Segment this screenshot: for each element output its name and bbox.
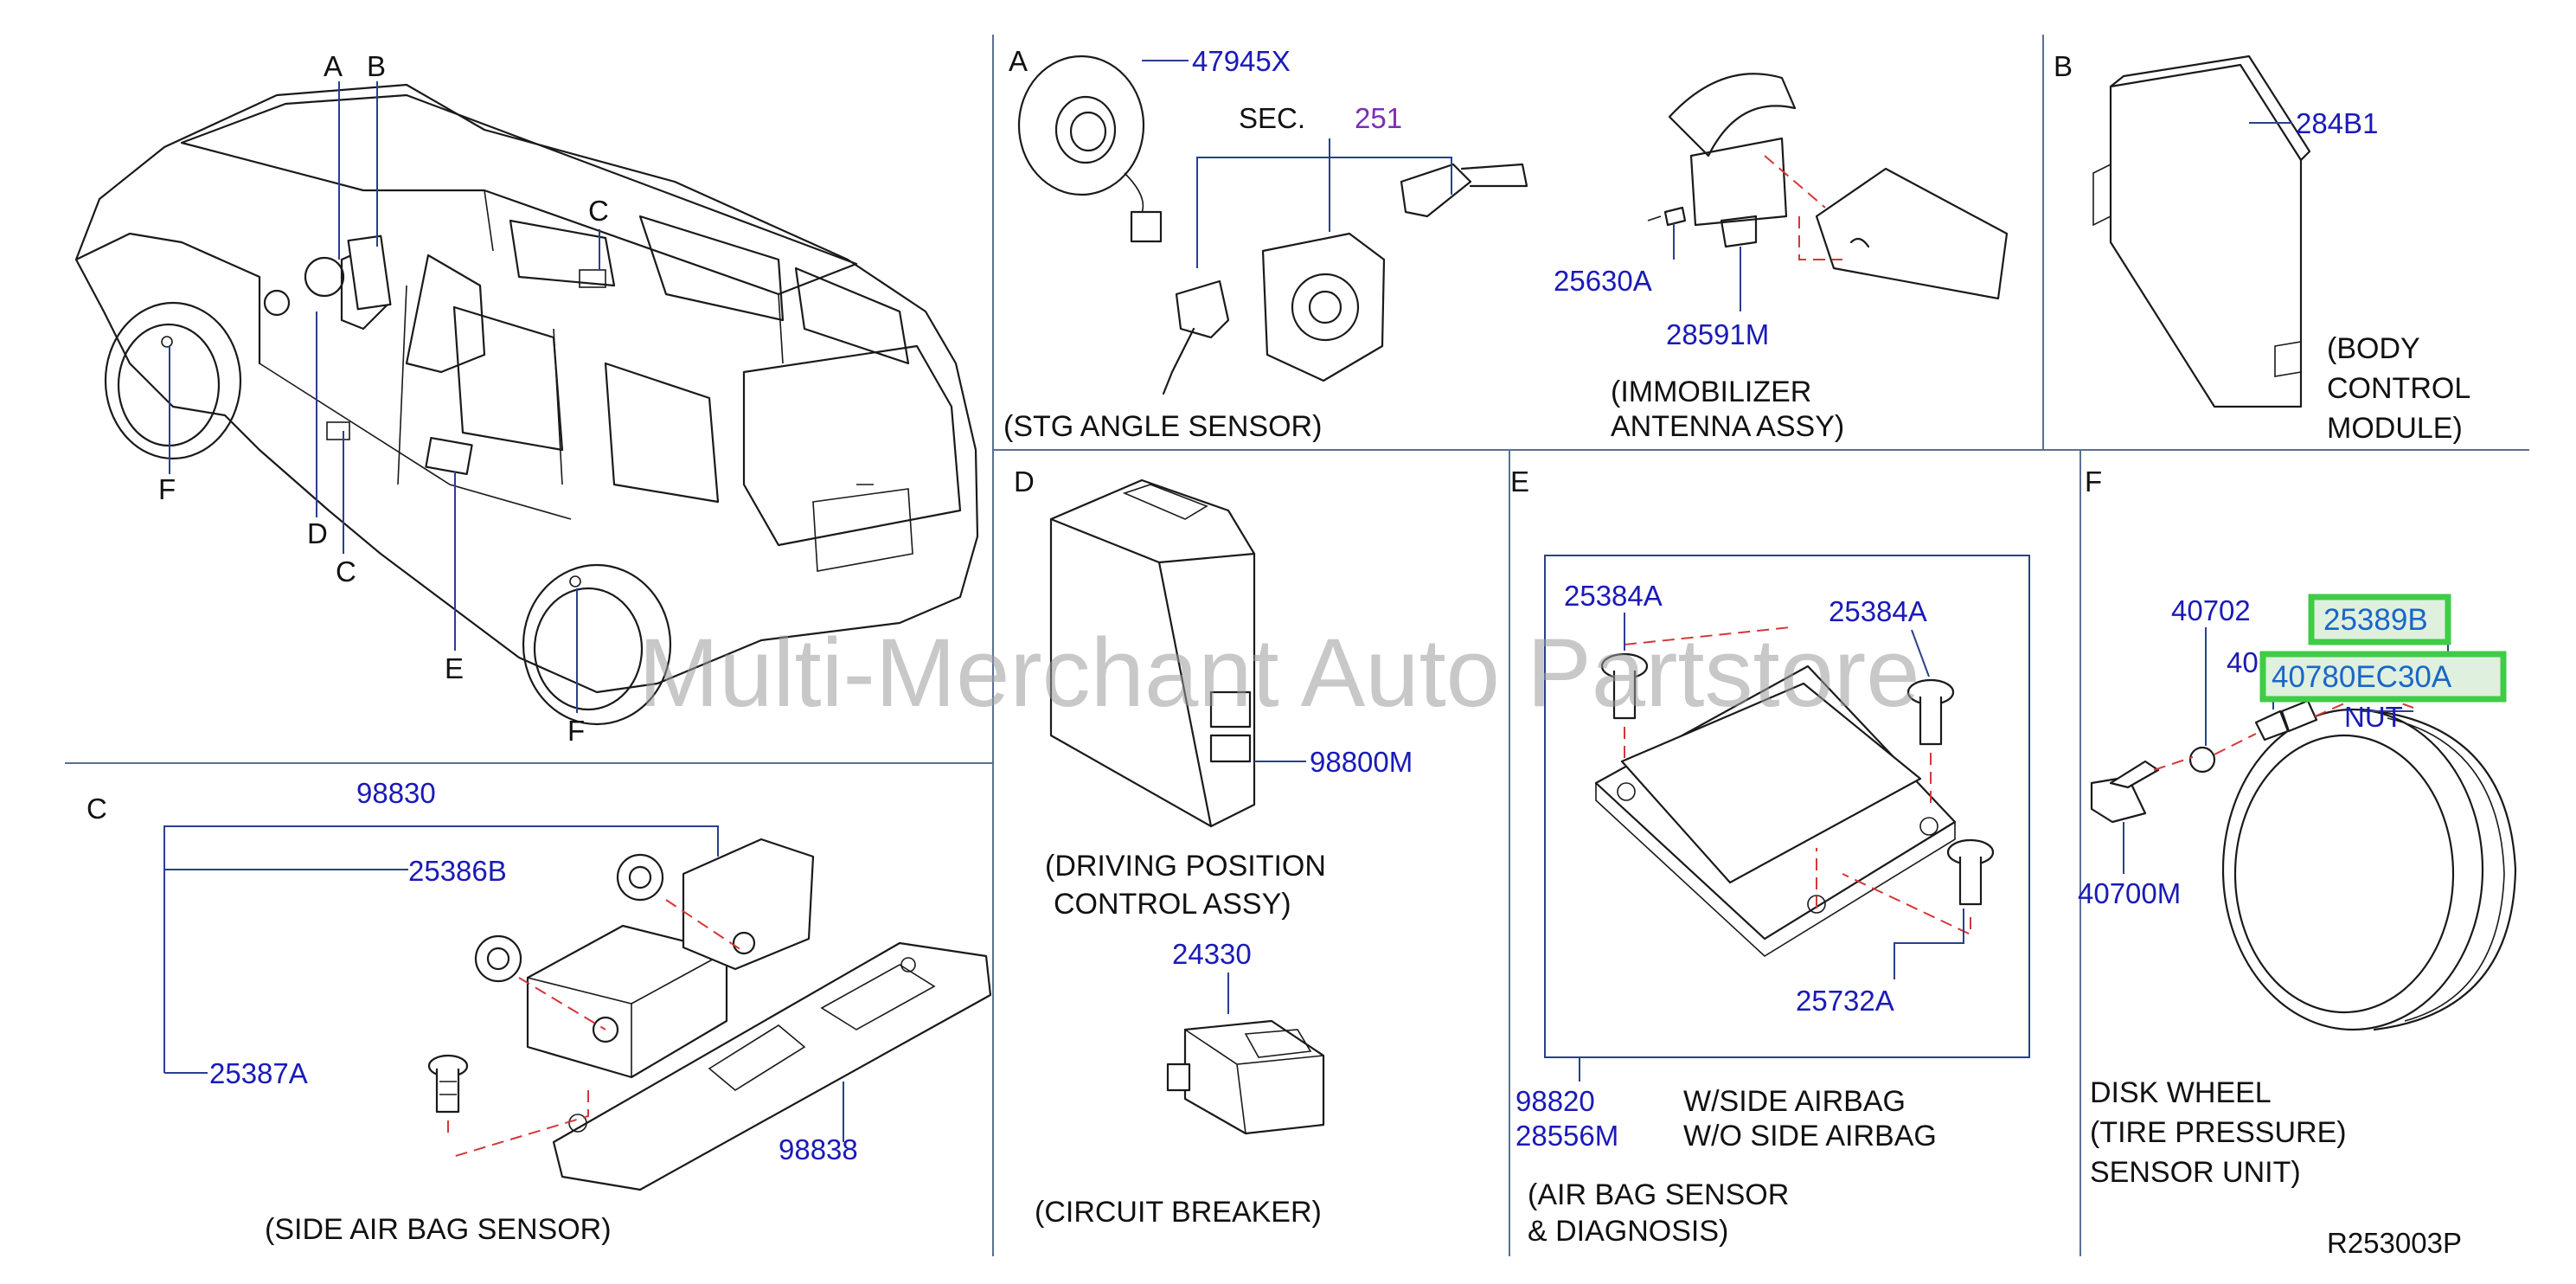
caption-circuit-breaker: (CIRCUIT BREAKER) xyxy=(1035,1196,1322,1229)
callout-car-a: A xyxy=(324,50,343,82)
part-number-98800m[interactable]: 98800M xyxy=(1310,746,1413,778)
caption-side-air-bag-sensor: (SIDE AIR BAG SENSOR) xyxy=(265,1213,612,1246)
steering-angle-sensor-drawing xyxy=(1017,55,1528,395)
caption-air-bag-sensor-1: (AIR BAG SENSOR xyxy=(1528,1178,1789,1211)
caption-bcm-1: (BODY xyxy=(2327,332,2420,365)
section-dividers xyxy=(65,35,2529,1256)
caption-bcm-3: MODULE) xyxy=(2327,412,2463,445)
part-number-40702[interactable]: 40702 xyxy=(2171,594,2251,626)
part-number-98820[interactable]: 98820 xyxy=(1515,1085,1595,1117)
side-air-bag-sensor-drawing xyxy=(427,838,992,1191)
part-number-98830[interactable]: 98830 xyxy=(356,777,436,809)
section-a-label: A xyxy=(1009,45,1028,77)
caption-tpms-1: DISK WHEEL xyxy=(2090,1076,2272,1109)
caption-tpms-3: SENSOR UNIT) xyxy=(2090,1156,2301,1189)
part-number-40700m[interactable]: 40700M xyxy=(2078,877,2181,909)
section-e-label: E xyxy=(1510,465,1529,498)
callout-car-b: B xyxy=(367,50,386,82)
highlight-box-40780ec30a xyxy=(2259,651,2507,703)
callout-car-c-door: C xyxy=(336,555,356,587)
callout-car-e: E xyxy=(445,652,464,684)
tire-pressure-wheel-drawing xyxy=(2090,690,2517,1031)
caption-with-side-airbag: W/SIDE AIRBAG xyxy=(1683,1085,1906,1118)
part-number-25630a[interactable]: 25630A xyxy=(1554,265,1652,297)
part-number-24330[interactable]: 24330 xyxy=(1172,938,1252,970)
watermark: Multi-Merchant Auto Partstore xyxy=(638,619,1919,727)
vehicle-leaders xyxy=(169,81,600,713)
part-number-40780ec30a[interactable]: 40780EC30A xyxy=(2272,660,2452,694)
caption-immobilizer-2: ANTENNA ASSY) xyxy=(1611,410,1844,443)
vehicle-illustration xyxy=(74,83,979,726)
body-control-module-drawing xyxy=(2092,55,2311,408)
part-number-28591m[interactable]: 28591M xyxy=(1666,318,1769,350)
part-number-25389b[interactable]: 25389B xyxy=(2323,603,2428,637)
part-number-25387a[interactable]: 25387A xyxy=(209,1057,308,1089)
caption-stg-angle-sensor: (STG ANGLE SENSOR) xyxy=(1003,410,1322,443)
airbag-sensor-unit-drawing xyxy=(1594,626,1995,957)
callout-car-c-roof: C xyxy=(588,195,609,227)
caption-immobilizer-1: (IMMOBILIZER xyxy=(1611,376,1811,408)
part-number-25384a-right[interactable]: 25384A xyxy=(1829,595,1927,627)
part-number-25732a[interactable]: 25732A xyxy=(1796,985,1894,1017)
caption-bcm-2: CONTROL xyxy=(2327,372,2470,405)
section-ref-251[interactable]: 251 xyxy=(1355,102,1402,134)
part-number-98838[interactable]: 98838 xyxy=(779,1133,858,1165)
caption-driving-position-2: CONTROL ASSY) xyxy=(1054,888,1291,921)
section-b-label: B xyxy=(2054,50,2073,82)
part-number-28556m[interactable]: 28556M xyxy=(1515,1120,1618,1152)
airbag-sensor-frame xyxy=(1544,555,2030,1058)
section-ref-prefix: SEC. xyxy=(1239,102,1305,134)
callout-car-f-front: F xyxy=(158,473,176,505)
callout-car-f-rear: F xyxy=(567,715,585,747)
driving-position-control-drawing xyxy=(1049,478,1256,828)
part-number-284b1[interactable]: 284B1 xyxy=(2296,107,2378,139)
caption-tpms-2: (TIRE PRESSURE) xyxy=(2090,1116,2347,1149)
circuit-breaker-drawing xyxy=(1166,1019,1325,1135)
diagram-id: R253003P xyxy=(2327,1227,2462,1259)
immobilizer-antenna-drawing xyxy=(1647,73,2009,300)
part-number-25386b[interactable]: 25386B xyxy=(408,855,507,887)
part-number-25384a-left[interactable]: 25384A xyxy=(1564,580,1663,612)
caption-air-bag-sensor-2: & DIAGNOSIS) xyxy=(1528,1215,1728,1248)
highlight-box-25389b xyxy=(2308,594,2451,645)
section-c-label: C xyxy=(87,793,107,825)
section-f-label: F xyxy=(2085,465,2102,498)
callout-car-d: D xyxy=(307,517,328,549)
caption-driving-position-1: (DRIVING POSITION xyxy=(1045,850,1326,883)
section-d-label: D xyxy=(1014,465,1035,498)
caption-without-side-airbag: W/O SIDE AIRBAG xyxy=(1683,1120,1937,1152)
part-number-47945x[interactable]: 47945X xyxy=(1192,45,1291,77)
part-number-nut[interactable]: NUT xyxy=(2344,701,2403,733)
